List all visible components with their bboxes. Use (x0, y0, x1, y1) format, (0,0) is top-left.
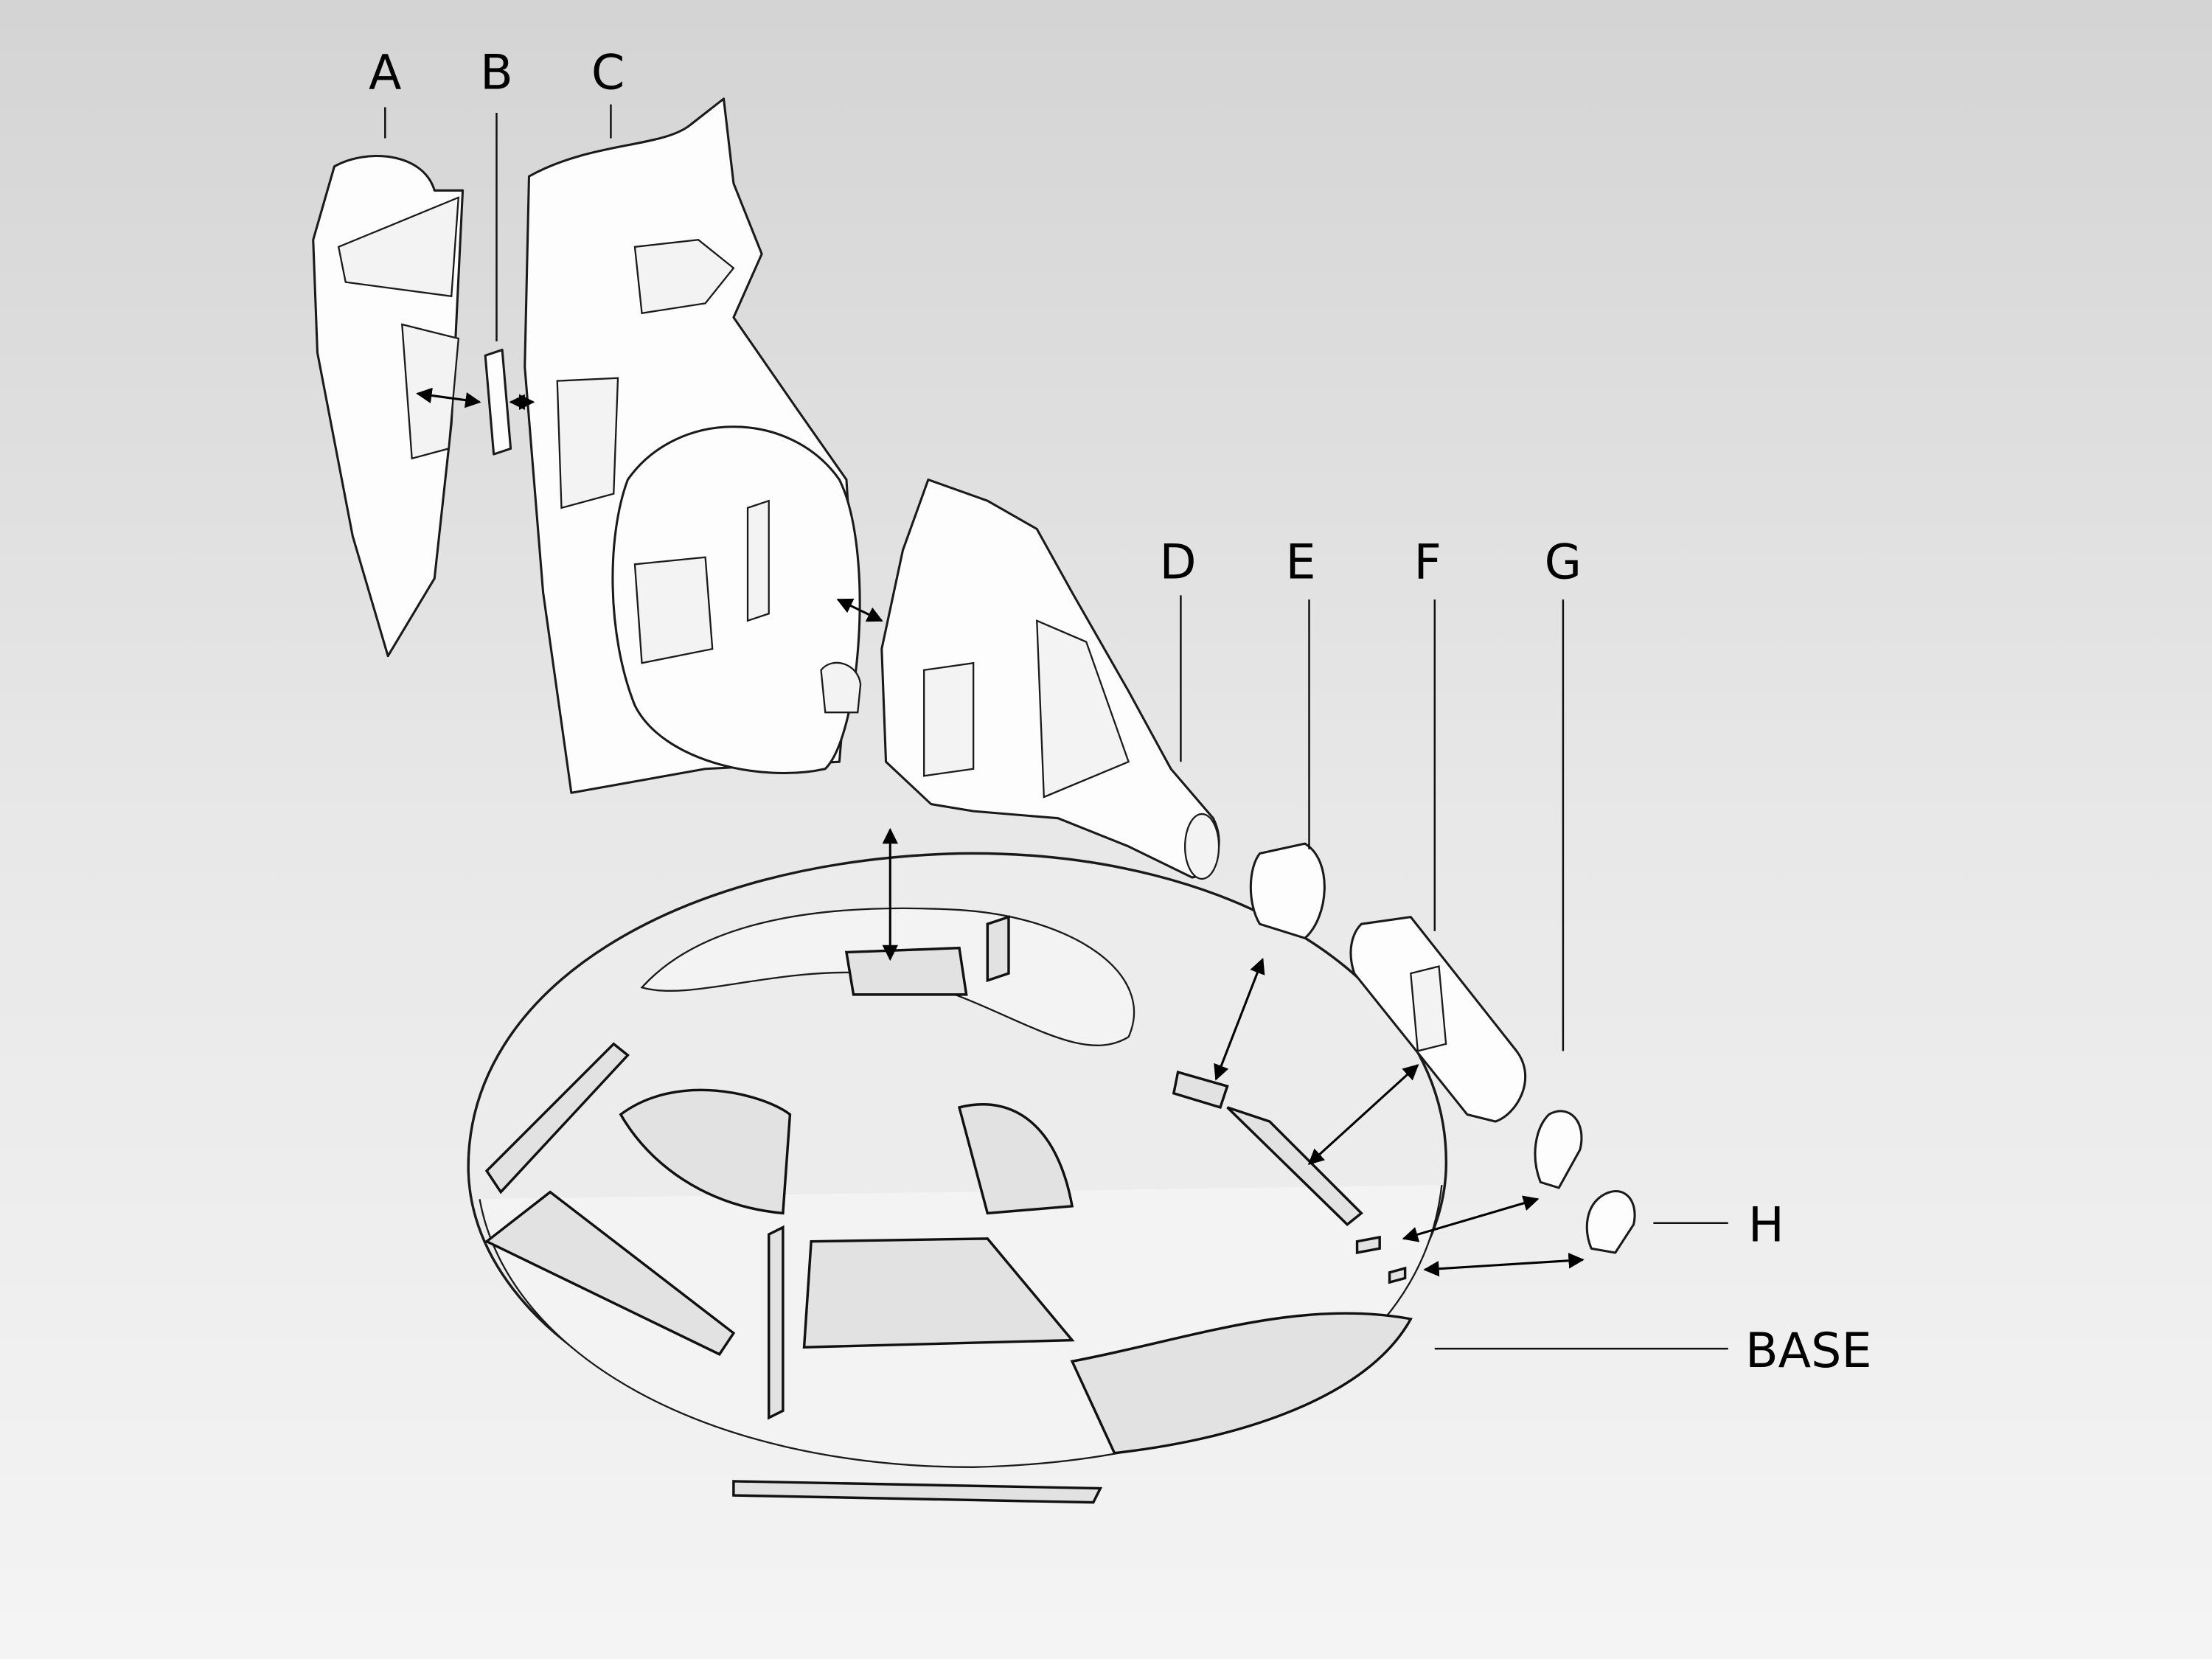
leader-lines (384, 104, 1728, 1350)
part-g (1534, 1110, 1583, 1189)
part-e (1249, 842, 1326, 939)
part-h (1585, 1190, 1636, 1254)
part-a (312, 154, 465, 658)
part-b (484, 348, 512, 456)
part-base (467, 852, 1447, 1504)
part-d (880, 478, 1220, 880)
part-c (524, 97, 862, 794)
label-d: D (1160, 535, 1197, 590)
label-base: BASE (1745, 1324, 1872, 1379)
assembly-arrows (416, 387, 1585, 1277)
label-c: C (591, 46, 625, 101)
part-f (1349, 916, 1526, 1123)
label-e: E (1285, 535, 1315, 590)
label-h: H (1748, 1198, 1784, 1253)
label-g: G (1545, 535, 1582, 590)
label-f: F (1414, 535, 1441, 590)
label-b: B (480, 46, 513, 101)
label-a: A (369, 46, 401, 101)
